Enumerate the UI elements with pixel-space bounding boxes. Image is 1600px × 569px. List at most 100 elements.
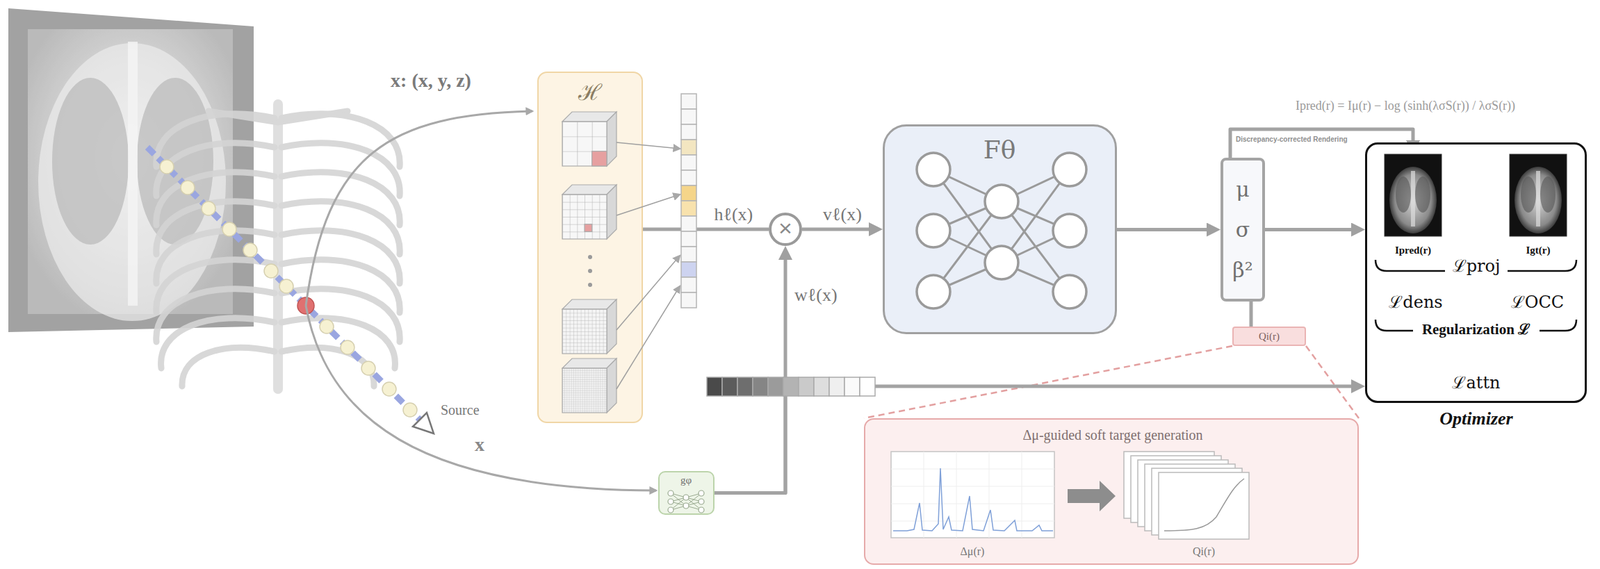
illustration-part [281, 318, 395, 369]
illustration-part [829, 377, 845, 397]
label-text: x [474, 433, 485, 456]
text-slot: x [474, 433, 485, 456]
text-slot: μ [1235, 177, 1250, 203]
output-box: μσ β² [1220, 157, 1265, 302]
text-slot: ℒattn [1451, 373, 1500, 394]
illustration-part [319, 319, 334, 334]
label-text: Source [440, 402, 480, 419]
illustration-part [562, 121, 607, 167]
text-slot: Igt(r) [1526, 243, 1551, 257]
text-slot: wℓ(x) [792, 284, 840, 306]
text-slot: Qi(r) [1192, 545, 1215, 559]
connector [802, 227, 878, 232]
illustration-part [588, 255, 593, 288]
text-slot: ℒdens [1388, 293, 1443, 313]
illustration-part [916, 275, 951, 309]
illustration-part [159, 159, 418, 418]
illustration-part [683, 503, 689, 509]
label-text: Qi(r) [1258, 330, 1280, 343]
illustration-part [681, 109, 697, 125]
illustration-part [361, 361, 376, 376]
illustration-part [984, 184, 1019, 219]
illustration-part [984, 246, 1019, 280]
label-text: Ipred(r) = Iμ(r) − log (sinh(λσS(r)) / λ… [1295, 98, 1516, 114]
soft-target-box: Qi(r) [1232, 326, 1306, 347]
label-text: ℒattn [1451, 373, 1500, 394]
illustration-part [916, 152, 1087, 309]
illustration-part [1052, 275, 1087, 309]
illustration-part [222, 222, 237, 237]
connector [1264, 227, 1360, 232]
label-text: Igt(r) [1526, 244, 1551, 257]
label-text: Regularization ℒ [1422, 321, 1531, 338]
image-panel: Igt(r) [1506, 154, 1571, 260]
text-slot: Discrepancy-corrected Rendering [1235, 132, 1348, 145]
text-slot: vℓ(x) [820, 204, 864, 226]
text-slot: hℓ(x) [711, 204, 755, 226]
text-slot: Source [440, 402, 480, 419]
illustration-part [1415, 176, 1431, 213]
illustration-part [681, 277, 697, 293]
edge-label: wℓ(x) [792, 284, 840, 306]
projection-image [1506, 154, 1571, 260]
image-panel: Ipred(r) [1381, 154, 1446, 260]
illustration-part [681, 246, 697, 263]
label-text: ℒdens [1388, 293, 1443, 313]
text-slot: σ [1235, 218, 1250, 243]
weight-net-box: gφ [658, 471, 715, 516]
illustration-part [681, 292, 697, 308]
illustration-part [616, 142, 680, 149]
text-slot: ℒproj [1452, 257, 1501, 277]
illustration-part [667, 499, 674, 505]
text-slot: Regularization ℒ [1422, 321, 1531, 338]
illustration-part [706, 377, 723, 397]
edge-label: vℓ(x) [820, 204, 864, 226]
projection-image [1381, 154, 1446, 260]
illustration-part [933, 169, 1070, 292]
illustration-part [737, 377, 753, 397]
text-slot: Qi(r) [1258, 330, 1280, 343]
text-slot: Ipred(r) = Iμ(r) − log (sinh(λσS(r)) / λ… [1295, 98, 1516, 114]
illustration-part [562, 194, 607, 240]
illustration-part [681, 139, 697, 155]
illustration-part [916, 152, 951, 187]
sample-curve [305, 305, 657, 491]
illustration-part [616, 286, 680, 390]
illustration-part [1052, 214, 1087, 248]
illustration-part [698, 490, 705, 497]
illustration-part [588, 268, 593, 274]
text-slot: Δμ-guided soft target generation [1022, 427, 1203, 444]
connector [863, 346, 1359, 419]
text-slot: Optimizer [1439, 408, 1513, 430]
illustration-part [606, 299, 617, 354]
illustration-part [681, 185, 697, 201]
connector [1249, 301, 1254, 327]
illustration-part [1052, 152, 1087, 187]
illustration-part [1123, 451, 1250, 540]
illustration-part [1158, 472, 1250, 540]
illustration-part [722, 377, 738, 397]
illustration-part [592, 151, 607, 167]
multiply-node: × [768, 212, 803, 247]
illustration-part [161, 318, 275, 369]
illustration-part [681, 262, 697, 278]
text-slot: β² [1232, 258, 1253, 283]
illustration-part [616, 194, 680, 216]
soft-target-panel: Δμ-guided soft target generationΔμ(r)Qi(… [863, 418, 1359, 566]
illustration-part [403, 403, 418, 418]
illustration-part [1536, 170, 1541, 227]
illustration-part [698, 499, 705, 505]
illustration-part [616, 255, 680, 331]
illustration-part [606, 184, 617, 240]
label-text: ℒproj [1452, 257, 1501, 277]
illustration-part [670, 493, 702, 511]
text-slot: ℋ [578, 79, 602, 106]
label-text: ℒOCC [1511, 293, 1564, 313]
weight-bar [706, 377, 876, 397]
illustration-part [52, 77, 129, 245]
illustration-part [893, 468, 1053, 532]
illustration-part [147, 147, 422, 422]
mlp-box: Fθ [882, 124, 1117, 335]
illustration-part [562, 309, 607, 354]
